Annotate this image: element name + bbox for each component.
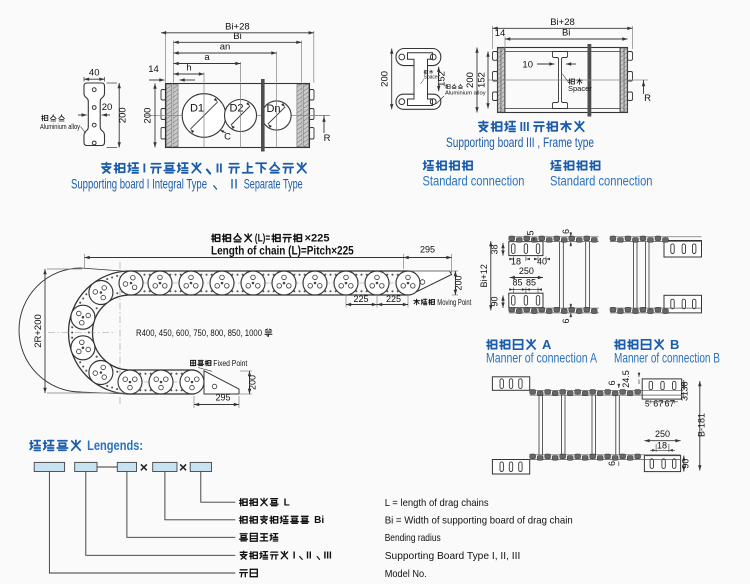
svg-text:Supporting Board Type I, II, I: Supporting Board Type I, II, III <box>385 550 521 562</box>
svg-text:Bi = Width of supporting board: Bi = Width of supporting board of drag c… <box>385 515 573 527</box>
svg-text:6: 6 <box>561 229 571 234</box>
svg-text:Standard connection: Standard connection <box>423 173 525 189</box>
svg-text:Aluminium alloy: Aluminium alloy <box>445 91 486 97</box>
svg-text:200: 200 <box>248 375 258 390</box>
svg-text:I: I <box>293 551 296 562</box>
svg-text:Dn: Dn <box>266 103 280 115</box>
svg-text:III: III <box>520 120 530 134</box>
svg-text:Bending radius: Bending radius <box>385 532 441 544</box>
svg-text:Spacer: Spacer <box>424 74 440 80</box>
svg-text:90: 90 <box>681 459 691 469</box>
svg-text:40: 40 <box>89 68 100 79</box>
svg-text:200: 200 <box>117 107 128 123</box>
svg-text:Bi: Bi <box>314 515 324 526</box>
svg-text:B: B <box>670 337 679 352</box>
svg-text:R: R <box>324 133 331 144</box>
svg-text:L: L <box>284 498 290 509</box>
svg-text:×: × <box>179 459 187 475</box>
svg-text:14: 14 <box>148 64 159 75</box>
svg-text:67: 67 <box>664 399 674 409</box>
svg-text:Bi: Bi <box>562 28 570 39</box>
svg-text:31: 31 <box>680 391 690 401</box>
svg-text:6: 6 <box>561 318 571 323</box>
svg-text:III: III <box>324 551 333 562</box>
svg-text:6: 6 <box>607 380 617 385</box>
svg-text:2R+200: 2R+200 <box>33 314 44 348</box>
svg-text:152: 152 <box>477 72 488 88</box>
svg-text:18: 18 <box>657 440 667 450</box>
svg-text:(L)=: (L)= <box>255 233 270 245</box>
svg-text:×: × <box>140 459 148 475</box>
svg-text:90: 90 <box>490 296 500 306</box>
svg-text:Lengends:: Lengends: <box>87 438 143 453</box>
svg-text:10: 10 <box>522 60 533 71</box>
svg-text:a: a <box>204 52 210 63</box>
svg-text:D2: D2 <box>229 103 243 115</box>
svg-text:Aluminium alloy: Aluminium alloy <box>40 122 80 131</box>
svg-text:h: h <box>186 63 191 74</box>
svg-text:II: II <box>216 162 223 176</box>
svg-text:Bi+28: Bi+28 <box>225 21 250 32</box>
svg-text:II: II <box>306 551 312 562</box>
svg-text:Bi+28: Bi+28 <box>550 17 575 28</box>
svg-text:200: 200 <box>143 108 154 124</box>
svg-text:Supporting board I Integral Ty: Supporting board I Integral Type <box>71 176 207 192</box>
svg-text:Fixed Point: Fixed Point <box>213 359 248 368</box>
svg-text:6: 6 <box>607 461 617 466</box>
svg-text:C: C <box>224 132 231 143</box>
svg-text:38: 38 <box>490 244 500 254</box>
svg-text:40: 40 <box>537 257 547 267</box>
svg-text:200: 200 <box>465 72 476 88</box>
svg-text:250: 250 <box>519 266 534 276</box>
svg-text:Bi+12: Bi+12 <box>479 264 489 287</box>
svg-text:152: 152 <box>437 71 448 87</box>
svg-text:5: 5 <box>526 230 536 235</box>
svg-text:295: 295 <box>215 393 230 403</box>
svg-text:I: I <box>143 162 146 176</box>
svg-text:Manner of connection A: Manner of connection A <box>486 350 597 366</box>
svg-text:Supporting board III , Frame t: Supporting board III , Frame type <box>446 134 594 150</box>
svg-text:Manner of connection B: Manner of connection B <box>614 350 720 366</box>
svg-text:250: 250 <box>655 429 670 439</box>
svg-text:Model No.: Model No. <box>385 568 427 580</box>
svg-text:225: 225 <box>353 294 368 304</box>
svg-text:Separate Type: Separate Type <box>244 176 303 192</box>
svg-text:18: 18 <box>511 257 521 267</box>
svg-text:an: an <box>220 42 231 53</box>
svg-text:20: 20 <box>102 102 113 113</box>
svg-text:R400, 450, 600, 750, 800, 850,: R400, 450, 600, 750, 800, 850, 1000 <box>136 328 262 338</box>
svg-text:200: 200 <box>454 275 464 290</box>
svg-text:295: 295 <box>420 245 435 255</box>
svg-text:D1: D1 <box>190 103 204 115</box>
svg-text:225: 225 <box>386 294 401 304</box>
svg-text:II: II <box>230 176 238 192</box>
svg-text:Standard connection: Standard connection <box>550 173 653 189</box>
svg-text:Length of chain (L)=Pitch×225: Length of chain (L)=Pitch×225 <box>211 244 354 258</box>
svg-text:×225: ×225 <box>305 233 330 245</box>
svg-text:85: 85 <box>526 278 536 288</box>
svg-text:5: 5 <box>645 399 650 409</box>
svg-text:R: R <box>644 93 651 104</box>
svg-text:L = length of drag chains: L = length of drag chains <box>385 497 489 509</box>
svg-text:Spacer: Spacer <box>568 84 592 93</box>
svg-text:A: A <box>542 337 552 352</box>
svg-text:67: 67 <box>653 399 663 409</box>
svg-text:85: 85 <box>512 278 522 288</box>
svg-text:Bi: Bi <box>233 31 241 42</box>
svg-text:B-181: B-181 <box>697 413 707 437</box>
svg-text:Moving Point: Moving Point <box>437 298 472 307</box>
svg-text:24.5: 24.5 <box>621 370 631 388</box>
svg-text:14: 14 <box>495 28 506 39</box>
svg-text:200: 200 <box>380 71 391 87</box>
